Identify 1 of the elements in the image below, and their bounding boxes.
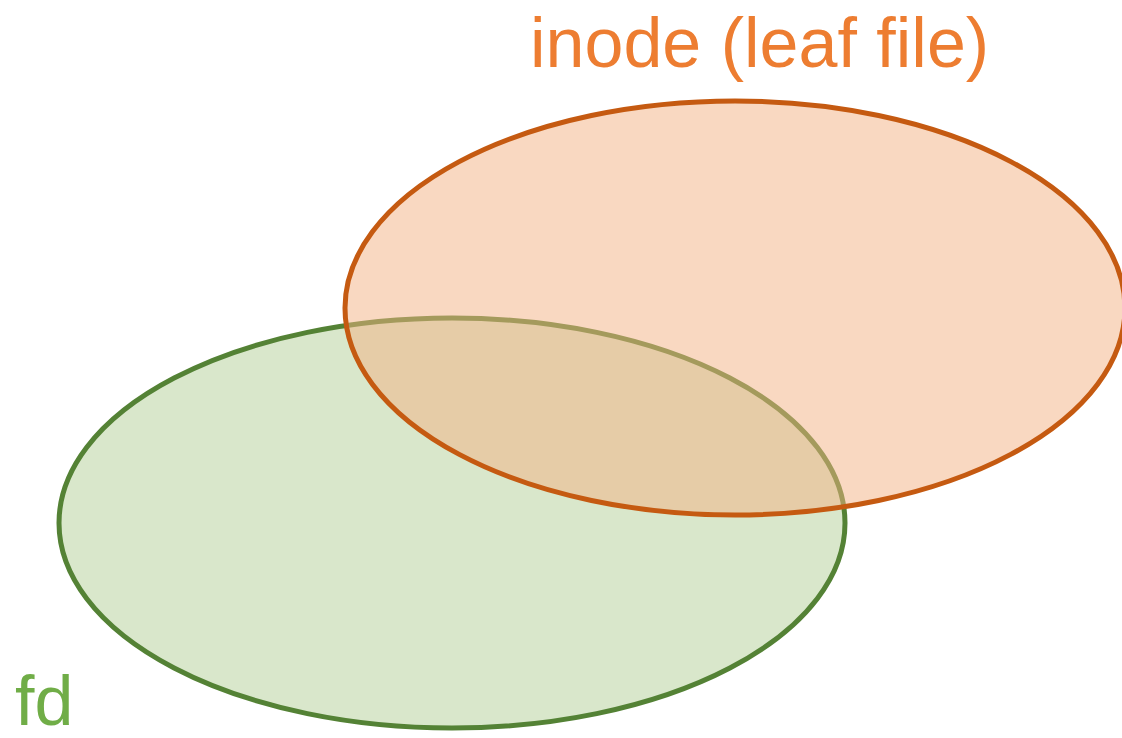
set-label: fd (15, 666, 74, 736)
